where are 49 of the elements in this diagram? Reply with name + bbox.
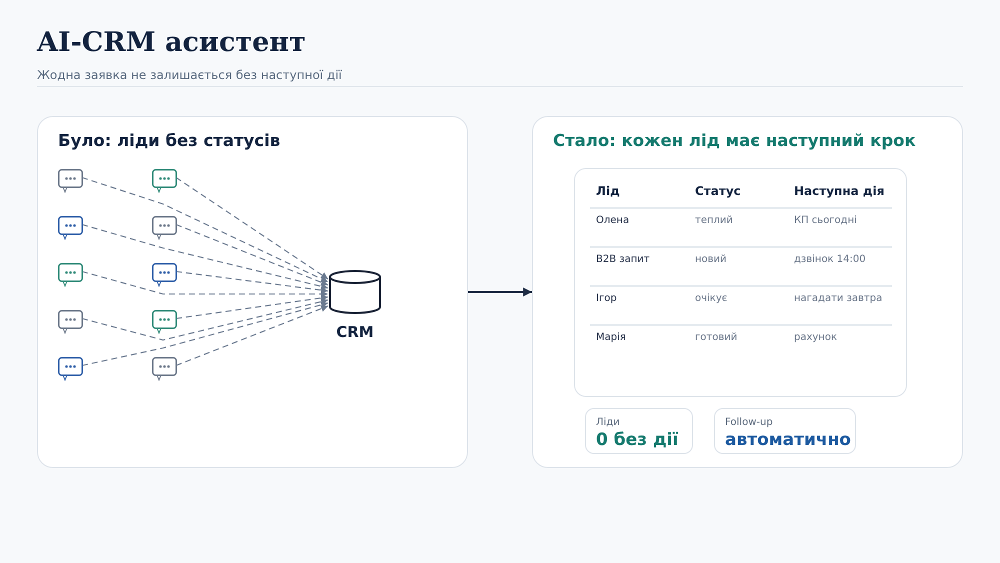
lead-name: Олена — [596, 214, 630, 228]
subtitle: Жодна заявка не залишається без наступної дії — [37, 67, 342, 83]
panel-card — [37, 116, 468, 468]
chat-bubble-icon — [152, 263, 177, 287]
column-header: Лід — [596, 183, 620, 199]
chat-bubble-icon — [152, 357, 177, 381]
dashed-arrow — [82, 224, 328, 290]
column-header: Наступна дія — [794, 183, 884, 199]
dashed-arrow — [176, 177, 328, 280]
dashed-arrow — [176, 224, 328, 286]
lead-status: теплий — [695, 214, 733, 228]
chat-bubble-icon — [58, 357, 83, 381]
next-action: КП сьогодні — [794, 214, 857, 228]
node-label: CRM — [335, 323, 375, 342]
chat-bubble-icon — [58, 263, 83, 287]
lead-name: Марія — [596, 331, 626, 345]
panel-title: Було: ліди без статусів — [58, 130, 280, 152]
stat-card — [714, 408, 856, 454]
lead-status: очікує — [695, 292, 728, 306]
panel-card — [532, 116, 963, 468]
column-header: Статус — [695, 183, 741, 199]
stat-label: Ліди — [596, 416, 620, 429]
next-action: дзвінок 14:00 — [794, 253, 866, 267]
chat-bubble-icon — [152, 216, 177, 240]
dashed-arrow — [82, 301, 328, 366]
dashed-arrow — [176, 270, 328, 294]
lead-status: готовий — [695, 331, 738, 345]
chat-bubble-icon — [152, 169, 177, 193]
arrow — [468, 288, 532, 296]
stat-label: Follow-up — [725, 416, 773, 429]
chat-bubble-icon — [58, 169, 83, 193]
lead-status: новий — [695, 253, 727, 267]
page-title: AI-CRM асистент — [37, 27, 306, 59]
lead-name: Ігор — [596, 292, 617, 306]
next-action: рахунок — [794, 331, 838, 345]
dashed-arrow — [82, 270, 328, 298]
stat-card — [585, 408, 693, 454]
next-action: нагадати завтра — [794, 292, 882, 306]
chat-bubble-icon — [58, 310, 83, 334]
stat-value: 0 без дії — [596, 430, 678, 451]
dashed-arrow — [176, 294, 328, 320]
dashed-arrow — [82, 176, 328, 282]
chat-bubble-icon — [152, 310, 177, 334]
stat-value: автоматично — [725, 430, 851, 451]
chat-bubble-icon — [58, 216, 83, 240]
dashed-arrow — [82, 298, 328, 341]
panel-title: Стало: кожен лід має наступний крок — [553, 130, 916, 152]
dashed-arrow — [176, 305, 328, 366]
lead-name: B2B запит — [596, 253, 650, 267]
